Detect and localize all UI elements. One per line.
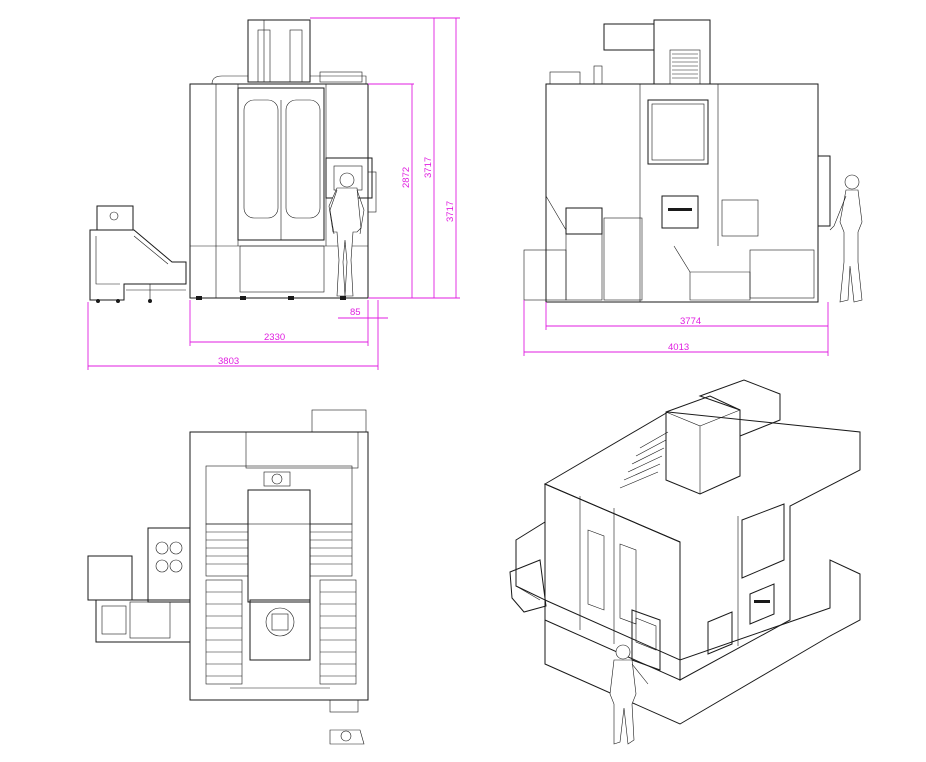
chip-conveyor xyxy=(89,205,187,303)
dim-total-height-2: 3717 xyxy=(445,201,456,222)
dim-overall-width: 3803 xyxy=(218,356,239,367)
front-dimensions: 2330 3803 85 2872 3717 3717 xyxy=(87,17,460,370)
side-dimensions: 3774 4013 xyxy=(523,300,829,356)
side-view: 3774 4013 xyxy=(523,19,863,356)
side-operator-figure xyxy=(829,174,863,303)
dim-depth: 3774 xyxy=(680,316,701,327)
isometric-view xyxy=(509,379,861,745)
dim-overall-depth: 4013 xyxy=(668,342,689,353)
dim-door-height: 2872 xyxy=(401,167,412,188)
dim-width: 2330 xyxy=(264,332,285,343)
dim-offset: 85 xyxy=(350,307,361,318)
operator-figure xyxy=(328,172,365,297)
iso-operator-figure xyxy=(609,644,649,745)
front-view: 2330 3803 85 2872 3717 3717 xyxy=(87,17,460,370)
top-view xyxy=(87,409,369,745)
dim-total-height: 3717 xyxy=(423,157,434,178)
